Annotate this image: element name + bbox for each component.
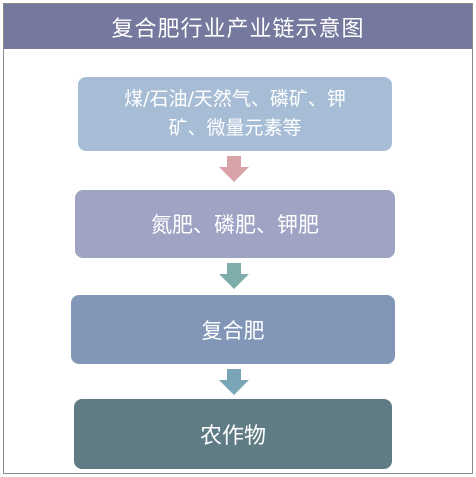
- node-raw-materials: 煤/石油/天然气、磷矿、钾 矿、微量元素等: [78, 77, 392, 151]
- node-basic-fertilizers: 氮肥、磷肥、钾肥: [75, 190, 395, 258]
- node-compound-fertilizer: 复合肥: [71, 295, 395, 364]
- arrow-down-icon: [219, 263, 249, 289]
- diagram-title: 复合肥行业产业链示意图: [4, 4, 472, 49]
- arrow-down-icon: [219, 369, 249, 395]
- diagram-frame: 复合肥行业产业链示意图 煤/石油/天然气、磷矿、钾 矿、微量元素等 氮肥、磷肥、…: [3, 3, 473, 474]
- node-raw-materials-line-2: 矿、微量元素等: [168, 117, 302, 139]
- arrow-1-shape: [219, 156, 249, 182]
- node-crops: 农作物: [74, 399, 392, 469]
- arrow-down-icon: [219, 156, 249, 182]
- node-raw-materials-line-1: 煤/石油/天然气、磷矿、钾: [124, 88, 346, 110]
- arrow-3-shape: [219, 369, 249, 395]
- arrow-2-shape: [219, 263, 249, 289]
